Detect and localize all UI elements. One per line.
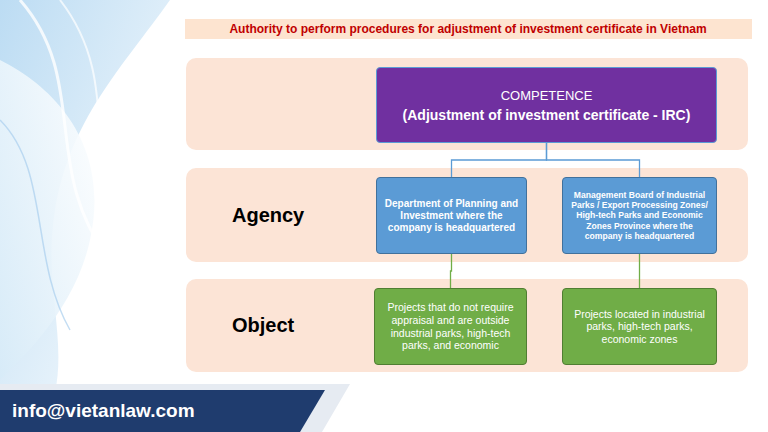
box-text: Department of Planning and Investment wh…: [383, 198, 520, 234]
contact-email: info@vietanlaw.com: [12, 400, 195, 422]
contact-banner: info@vietanlaw.com: [0, 390, 325, 432]
box-text: (Adjustment of investment certificate - …: [403, 107, 691, 123]
banner-shadow: [0, 384, 350, 432]
box-text: COMPETENCE: [501, 88, 593, 103]
row-label: Agency: [232, 204, 304, 227]
title-box: [185, 19, 752, 39]
agency-box: Management Board of Industrial Parks / E…: [562, 177, 717, 254]
banner-shape: [0, 390, 325, 432]
connector-line: [451, 254, 452, 288]
row-band: [186, 279, 748, 372]
row-band: Agency Department of Planning and Investm…: [186, 168, 748, 262]
object-box: Projects located in industrial parks, hi…: [562, 288, 717, 365]
box-text: Management Board of Industrial Parks / E…: [569, 190, 710, 242]
row-band: [186, 168, 748, 262]
connector-line: [639, 254, 640, 288]
agency-box: Department of Planning and Investment wh…: [376, 177, 527, 254]
box-text: Projects that do not require appraisal a…: [381, 301, 520, 351]
row-label: Object: [232, 314, 294, 337]
wave-line: [0, 120, 70, 330]
connector-line: [547, 143, 640, 177]
wave-line: [20, 0, 129, 432]
wave-shape: [0, 60, 94, 380]
wave-line: [60, 0, 155, 432]
row-band: [186, 58, 748, 150]
object-box: Projects that do not require appraisal a…: [374, 288, 527, 365]
competence-box: COMPETENCE (Adjustment of investment cert…: [376, 67, 717, 143]
row-band: Object Projects that do not require appra…: [186, 279, 748, 372]
connector-line: [452, 143, 547, 177]
title-text: Authority to perform procedures for adju…: [229, 22, 706, 36]
box-text: Projects located in industrial parks, hi…: [569, 308, 710, 346]
wave-shape: [0, 0, 170, 432]
